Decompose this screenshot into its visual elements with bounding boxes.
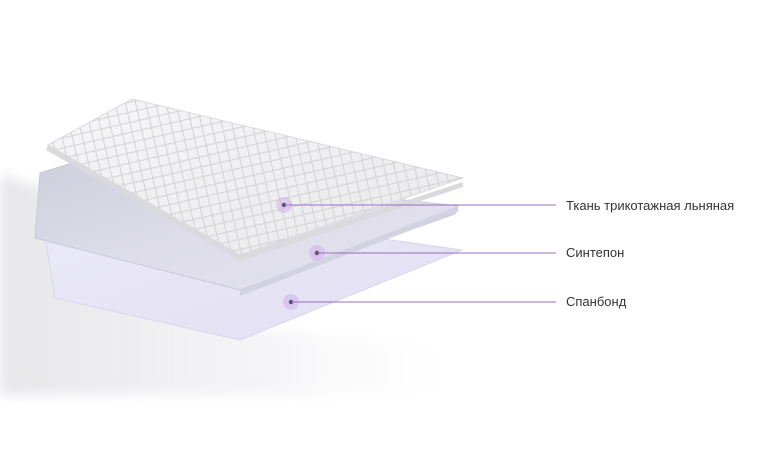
padding-layer-edge (240, 206, 458, 296)
layer-label-padding: Синтепон (566, 245, 625, 260)
layer-label-spunbond: Спанбонд (566, 294, 627, 309)
fabric-quilting (48, 99, 463, 255)
layer-label-fabric: Ткань трикотажная льняная (566, 198, 735, 213)
